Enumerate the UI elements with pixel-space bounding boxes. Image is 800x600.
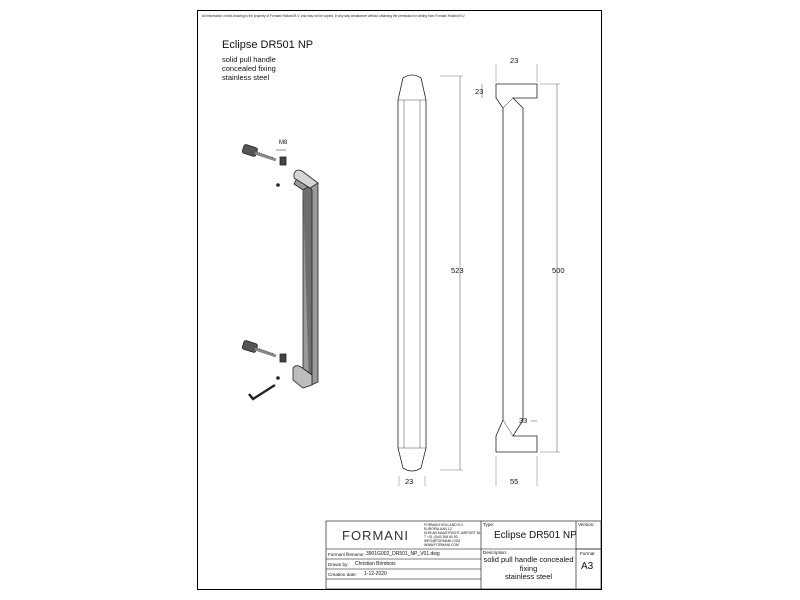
brand-logo: FORMANI [342,528,409,543]
date-label: Creation date: [328,572,357,577]
version-label: Version: [578,522,595,527]
format-label: Format [580,551,595,556]
filename-label: Formani filename: [328,552,365,557]
dim-side-foot: 33 [519,416,528,425]
type-label: Type: [483,522,495,527]
dim-side-top-width: 23 [510,56,519,65]
dim-side-depth: 55 [510,477,519,486]
isometric-view [241,144,319,401]
product-title: Eclipse DR501 NP [222,39,314,51]
product-line-3: stainless steel [222,73,270,82]
thread-label: M8 [279,140,288,146]
type-value: Eclipse DR501 NP [494,530,577,541]
allen-key [248,383,276,401]
drawn-label: Drawn by: [328,562,349,567]
dim-side-top-height: 23 [475,87,484,96]
dim-front-bottom: 23 [405,477,414,486]
dim-side-length: 500 [552,266,565,275]
date-value: 1-12-2020 [364,571,387,577]
company-address: FORMANI HOLLAND B.V. EUROPALAAN 12 6199 … [424,523,481,547]
disclaimer: All information on this drawing is the p… [202,14,466,18]
front-view [397,74,463,486]
description: solid pull handle concealed fixing stain… [483,555,574,581]
dim-front-length: 523 [451,266,464,275]
drawing-sheet: All information on this drawing is the p… [197,10,602,590]
filename-value: 3901G002_DR501_NP_V01.dwg [366,551,440,557]
desc-label: Description: [483,550,508,555]
bottom-screw [241,340,287,380]
top-screw [241,144,287,187]
drawn-value: Christian Brimbois [355,561,396,567]
product-line-2: concealed fixing [222,64,276,73]
side-view [481,64,560,486]
format-value: A3 [581,561,594,572]
product-line-1: solid pull handle [222,55,276,64]
